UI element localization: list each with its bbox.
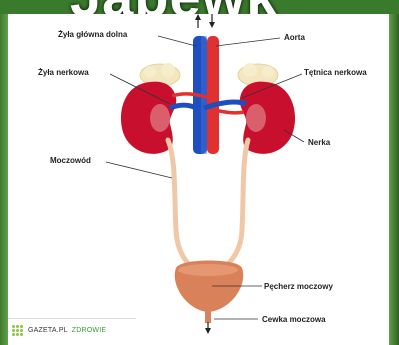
aorta-vessel [207, 36, 219, 154]
label-urethra: Cewka moczowa [262, 315, 326, 324]
renal-artery-right [214, 110, 244, 113]
flow-arrows [195, 14, 215, 28]
label-renal-artery: Tętnica nerkowa [304, 68, 367, 77]
urethra-arrow [205, 322, 211, 334]
label-renal-vein: Żyła nerkowa [38, 68, 89, 77]
brand-name: GAZETA.PL [28, 327, 68, 334]
ureter-left [168, 140, 200, 272]
label-ureter: Moczowód [50, 156, 91, 165]
label-vena-cava: Żyła główna dolna [58, 30, 128, 39]
source-logo: GAZETA.PL ZDROWIE [8, 318, 136, 342]
gazeta-logo-icon [12, 325, 24, 337]
label-kidney: Nerka [308, 138, 331, 147]
label-aorta: Aorta [284, 33, 305, 42]
brand-section: ZDROWIE [72, 327, 106, 334]
urethra-vessel [205, 311, 211, 323]
ureter-right [216, 140, 248, 272]
renal-vein-left [170, 105, 196, 108]
label-bladder: Pęcherz moczowy [264, 282, 333, 291]
